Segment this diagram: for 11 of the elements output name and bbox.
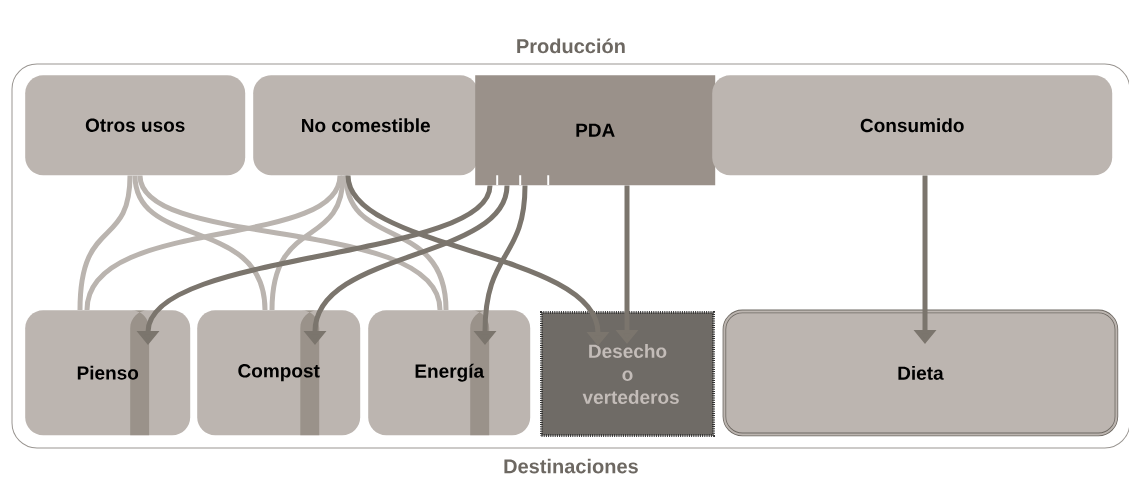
source-box: Consumido xyxy=(712,75,1113,176)
destination-box: Energía xyxy=(368,310,531,436)
heading: Producción xyxy=(517,38,625,54)
source-box: No comestible xyxy=(253,75,479,176)
waste-box: Desecho o vertederos xyxy=(540,311,715,437)
loss-box: PDA xyxy=(475,75,716,186)
destination-box: Dieta xyxy=(722,309,1119,437)
source-box: Otros usos xyxy=(25,75,246,176)
destination-box: Pienso xyxy=(25,310,191,436)
heading: Destinaciones xyxy=(504,458,638,474)
destination-box: Compost xyxy=(197,310,361,436)
